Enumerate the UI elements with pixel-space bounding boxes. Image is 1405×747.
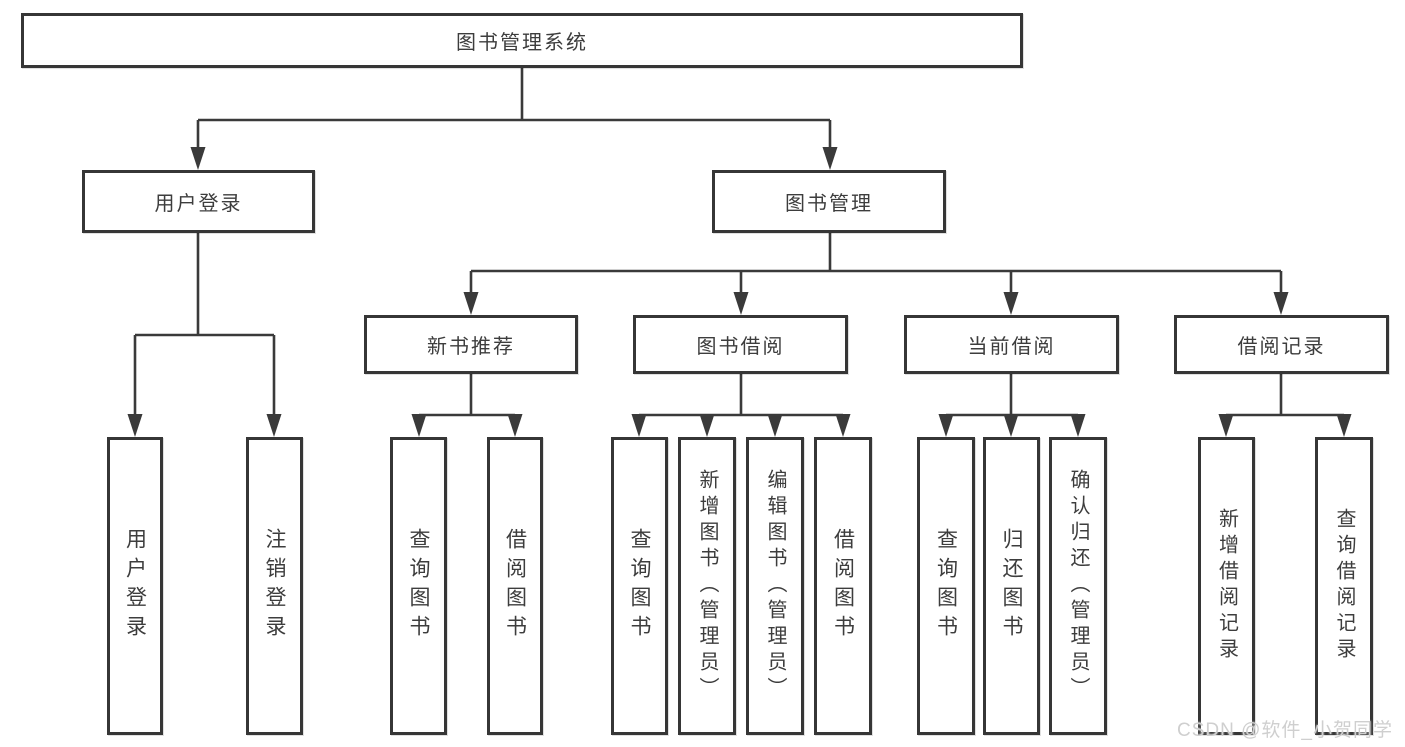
node-book-borrow: 图书借阅 [633, 315, 848, 374]
leaf-query-borrow-record: 查询借阅记录 [1315, 437, 1373, 735]
arrowheads [127, 147, 1352, 437]
leaf-borrow-book-2: 借阅图书 [814, 437, 872, 735]
leaf-add-book-admin: 新增图书（管理员） [678, 437, 736, 735]
node-current-borrow: 当前借阅 [904, 315, 1119, 374]
leaf-user-login: 用户登录 [107, 437, 163, 735]
node-root: 图书管理系统 [21, 13, 1023, 68]
csdn-watermark: CSDN @软件_小贺同学 [1177, 720, 1393, 741]
node-new-book-recommend: 新书推荐 [364, 315, 578, 374]
leaf-return-book: 归还图书 [983, 437, 1040, 735]
node-user-login: 用户登录 [82, 170, 315, 233]
leaf-edit-book-admin: 编辑图书（管理员） [746, 437, 804, 735]
leaf-add-borrow-record: 新增借阅记录 [1198, 437, 1255, 735]
leaf-query-book-3: 查询图书 [917, 437, 975, 735]
leaf-logout: 注销登录 [246, 437, 303, 735]
leaf-query-book-2: 查询图书 [611, 437, 668, 735]
leaf-confirm-return-admin: 确认归还（管理员） [1049, 437, 1107, 735]
leaf-query-book-1: 查询图书 [390, 437, 447, 735]
node-borrow-records: 借阅记录 [1174, 315, 1389, 374]
node-book-management: 图书管理 [712, 170, 946, 233]
leaf-borrow-book-1: 借阅图书 [487, 437, 543, 735]
